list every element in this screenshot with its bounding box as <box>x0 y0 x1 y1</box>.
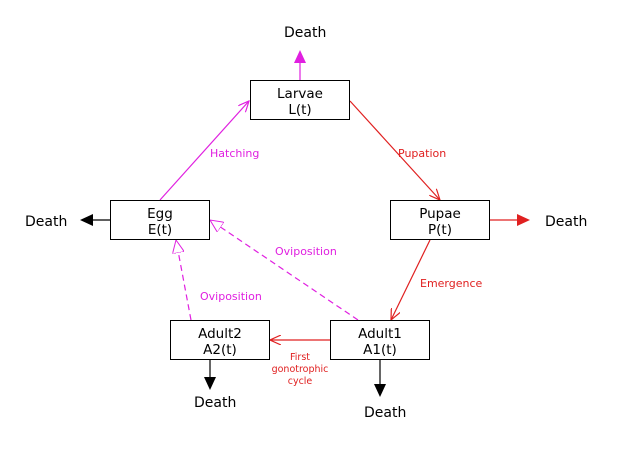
emergence-label: Emergence <box>420 277 483 290</box>
first-cycle-line-3: cycle <box>287 376 313 387</box>
emergence-arrow <box>391 239 431 320</box>
adult1-death-label: Death <box>364 405 407 421</box>
pupae-death-arrow <box>490 214 530 226</box>
egg-variable: E(t) <box>147 222 173 238</box>
larvae-death-label: Death <box>284 25 327 41</box>
pupae-node: Pupae P(t) <box>390 200 490 240</box>
first-cycle-line-2: gonotrophic <box>271 364 329 375</box>
larvae-death-arrow <box>294 50 306 80</box>
hatching-arrow <box>159 101 249 201</box>
adult2-death-label: Death <box>194 395 237 411</box>
first-cycle-line-1: First <box>290 352 310 363</box>
pupation-arrow <box>349 100 440 200</box>
first-cycle-label: First gonotrophic cycle <box>268 352 332 388</box>
adult1-death-arrow <box>374 360 386 397</box>
egg-node: Egg E(t) <box>110 200 210 240</box>
oviposition-adult1-arrow <box>210 220 359 321</box>
egg-death-arrow <box>80 214 110 226</box>
adult2-variable: A2(t) <box>203 342 237 358</box>
adult1-variable: A1(t) <box>363 342 397 358</box>
oviposition-adult2-label: Oviposition <box>200 290 262 303</box>
adult2-name: Adult2 <box>198 326 242 342</box>
pupae-name: Pupae <box>419 206 461 222</box>
adult1-name: Adult1 <box>358 326 402 342</box>
larvae-name: Larvae <box>277 86 323 102</box>
egg-name: Egg <box>147 206 173 222</box>
larvae-variable: L(t) <box>288 102 312 118</box>
adult2-node: Adult2 A2(t) <box>170 320 270 360</box>
pupae-variable: P(t) <box>428 222 452 238</box>
oviposition-adult2-arrow <box>176 240 192 321</box>
larvae-node: Larvae L(t) <box>250 80 350 120</box>
hatching-label: Hatching <box>210 147 260 160</box>
oviposition-adult1-label: Oviposition <box>275 245 337 258</box>
adult1-node: Adult1 A1(t) <box>330 320 430 360</box>
adult2-death-arrow <box>204 360 216 390</box>
pupae-death-label: Death <box>545 214 588 230</box>
egg-death-label: Death <box>25 214 68 230</box>
pupation-label: Pupation <box>398 147 447 160</box>
